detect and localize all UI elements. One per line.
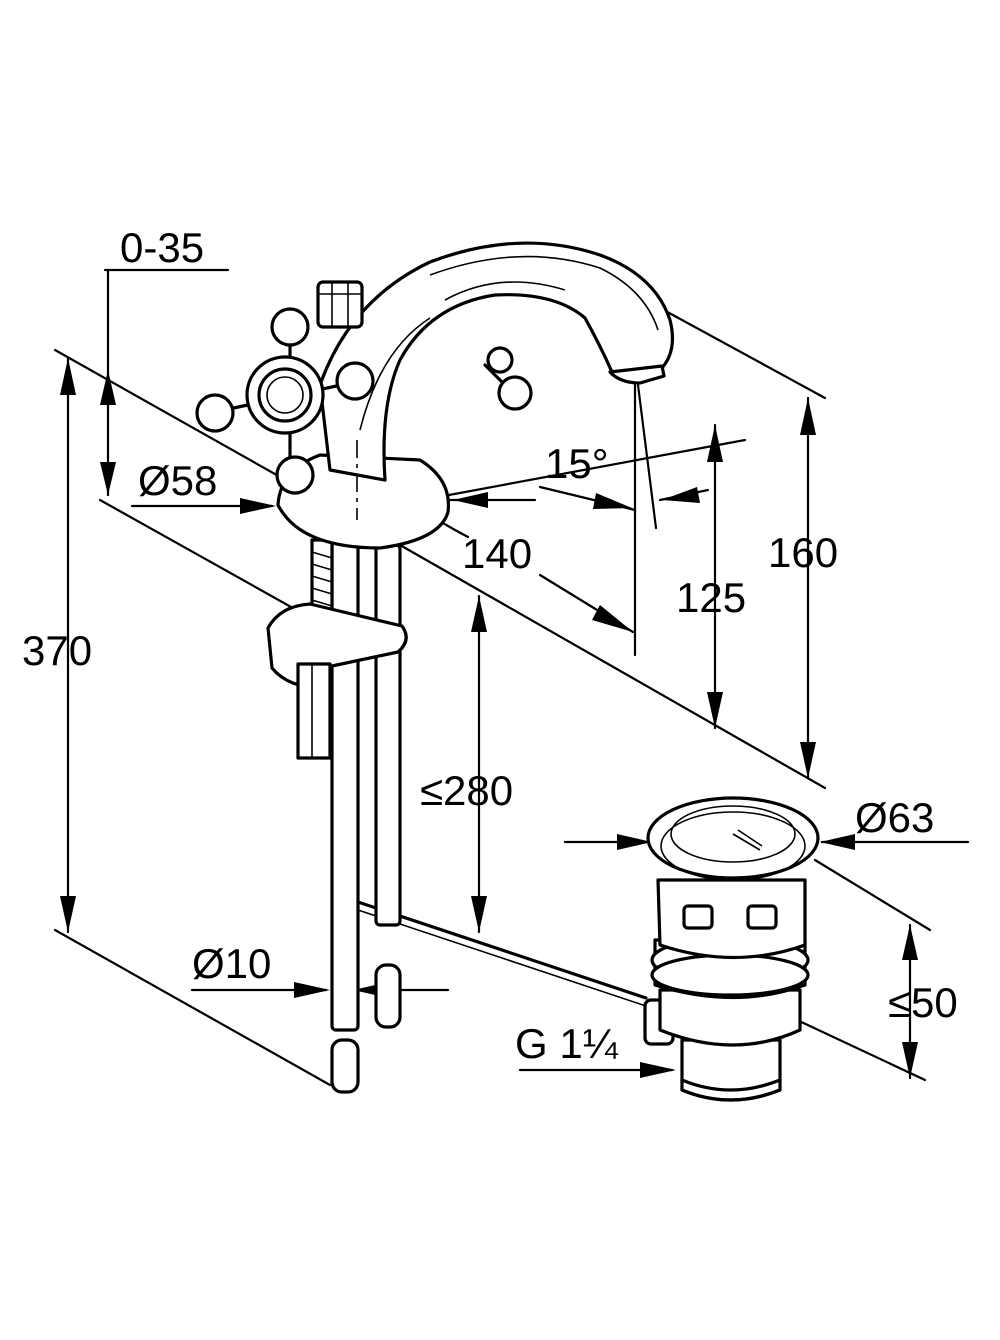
label-supply-pipe-diameter: Ø10 [192, 940, 271, 987]
pop-up-waste [643, 796, 820, 1102]
label-waste-thread: G 1¼ [515, 1020, 619, 1067]
label-spout-height: 160 [768, 529, 838, 576]
cross-handle [195, 307, 375, 495]
dimension-labels: 0-35 Ø58 370 140 15° 125 160 ≤280 Ø63 ≤5… [22, 224, 958, 1067]
faucet-body [195, 241, 674, 1094]
label-clamp-range: 0-35 [120, 224, 204, 271]
label-supply-length: ≤280 [420, 767, 513, 814]
label-swivel-angle: 15° [545, 440, 609, 487]
label-total-height: 370 [22, 627, 92, 674]
label-waste-length: ≤50 [888, 979, 958, 1026]
label-spout-reach: 140 [462, 530, 532, 577]
label-waste-diameter: Ø63 [855, 794, 934, 841]
label-outlet-height: 125 [676, 574, 746, 621]
label-deck-diameter: Ø58 [138, 457, 217, 504]
dimension-lines [53, 268, 970, 1087]
